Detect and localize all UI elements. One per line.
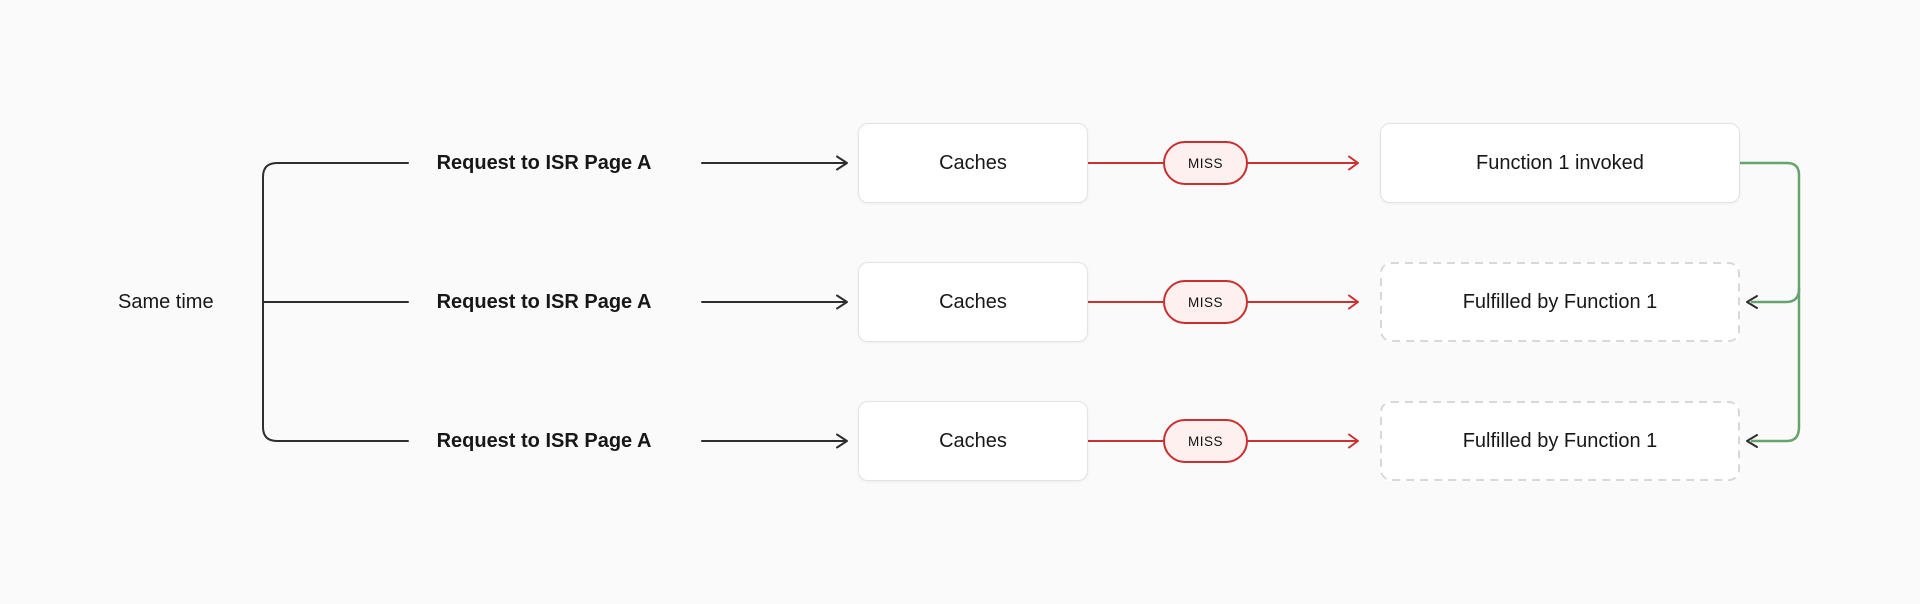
result-node-label: Function 1 invoked (1476, 151, 1644, 174)
fulfill-branch-connector (1750, 287, 1801, 304)
cache-node-label: Caches (939, 290, 1007, 313)
same-time-bracket (262, 162, 409, 442)
result-node-label: Fulfilled by Function 1 (1462, 429, 1658, 452)
miss-badge-label: MISS (1187, 155, 1223, 171)
result-node-label: Fulfilled by Function 1 (1462, 290, 1658, 313)
cache-node: Caches (858, 123, 1088, 203)
cache-node-label: Caches (939, 429, 1007, 452)
miss-badge: MISS (1163, 280, 1248, 324)
arrowhead-right-icon (1348, 294, 1359, 310)
miss-badge: MISS (1163, 419, 1248, 463)
miss-badge-label: MISS (1187, 433, 1223, 449)
fulfilled-node: Fulfilled by Function 1 (1380, 262, 1740, 342)
arrowhead-right-icon (836, 155, 848, 171)
miss-badge: MISS (1163, 141, 1248, 185)
arrowhead-right-icon (836, 294, 848, 310)
fulfilled-node: Fulfilled by Function 1 (1380, 401, 1740, 481)
arrowhead-right-icon (1348, 433, 1359, 449)
request-label: Request to ISR Page A (436, 291, 652, 313)
request-label: Request to ISR Page A (436, 430, 652, 452)
request-label: Request to ISR Page A (436, 152, 652, 174)
arrowhead-right-icon (1348, 155, 1359, 171)
arrowhead-right-icon (836, 433, 848, 449)
arrowhead-left-icon (1746, 295, 1758, 309)
cache-node-label: Caches (939, 151, 1007, 174)
function-fulfill-loop-connector (1738, 161, 1801, 443)
miss-badge-label: MISS (1187, 294, 1223, 310)
cache-node: Caches (858, 401, 1088, 481)
function-invoked-node: Function 1 invoked (1380, 123, 1740, 203)
arrowhead-left-icon (1746, 434, 1758, 448)
same-time-label: Same time (118, 291, 214, 313)
cache-node: Caches (858, 262, 1088, 342)
